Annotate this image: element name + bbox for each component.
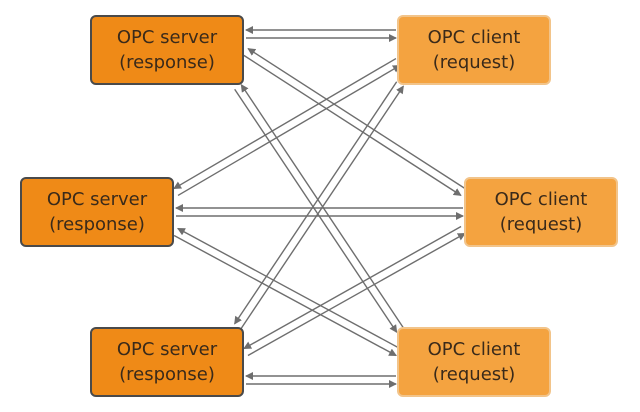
request-arrow [177,64,401,197]
client-role: (request) [432,364,516,385]
response-arrow [173,57,397,190]
server-box-2: OPC server (response) [20,177,174,247]
client-role: (request) [499,214,583,235]
request-arrow [173,234,397,357]
server-box-3: OPC server (response) [90,327,244,397]
client-box-2: OPC client (request) [464,177,618,247]
request-arrow [247,232,466,357]
client-label: OPC client [427,339,521,360]
client-role: (request) [432,52,516,73]
response-arrow [247,48,466,190]
server-role: (response) [49,214,145,235]
client-box-1: OPC client (request) [397,15,551,85]
client-label: OPC client [427,27,521,48]
response-arrow [234,81,398,325]
server-role: (response) [119,52,215,73]
server-role: (response) [119,364,215,385]
client-label: OPC client [494,189,588,210]
server-box-1: OPC server (response) [90,15,244,85]
request-arrow [243,54,462,196]
response-arrow [177,227,401,350]
response-arrow [243,225,462,350]
request-arrow [234,88,398,334]
server-label: OPC server [116,27,218,48]
server-label: OPC server [116,339,218,360]
server-label: OPC server [46,189,148,210]
request-arrow [240,85,404,329]
client-box-3: OPC client (request) [397,327,551,397]
